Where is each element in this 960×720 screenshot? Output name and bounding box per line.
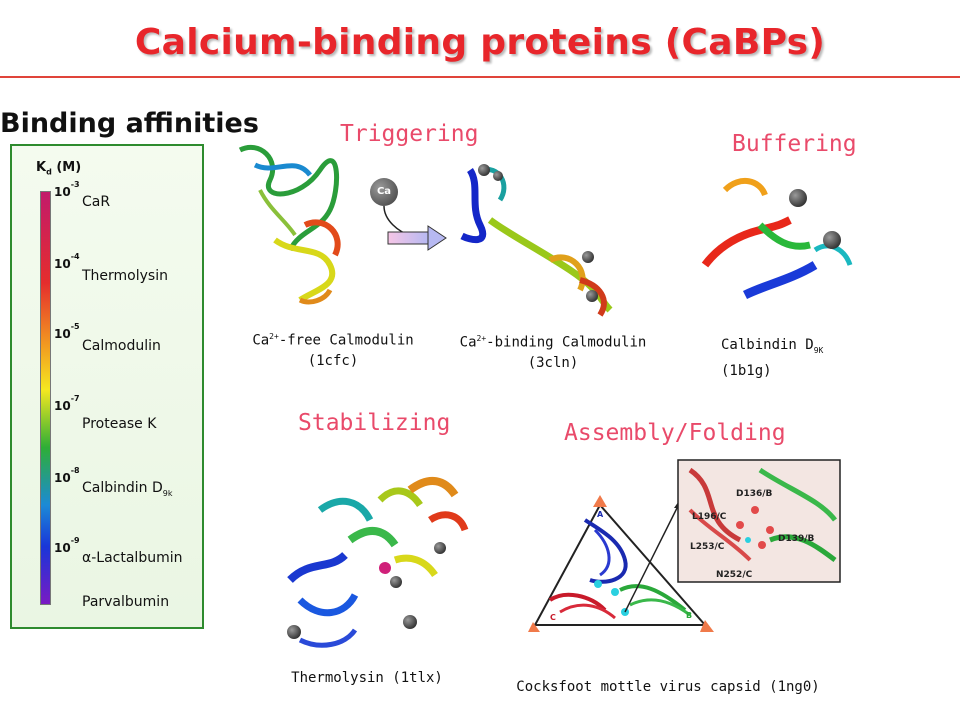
affinity-panel: Kd (M) 10-3 CaR 10-4 Thermolysin 10-5 Ca…	[10, 144, 204, 629]
thermolysin-structure	[287, 477, 469, 648]
exponent-label: 10-3	[54, 180, 80, 199]
inset-label: N252/C	[716, 570, 753, 580]
binding-affinities-heading: Binding affinities	[0, 108, 259, 139]
exponent-label: 10-7	[54, 394, 80, 413]
triangle-vertex-label: C	[550, 613, 556, 622]
protein-label: CaR	[82, 194, 111, 210]
kd-axis-label: Kd (M)	[36, 160, 82, 177]
page-title: Calcium-binding proteins (CaBPs)	[134, 22, 826, 63]
protein-label: Parvalbumin	[82, 594, 170, 610]
protein-label: Protease K	[82, 416, 157, 432]
protein-label: Thermolysin	[82, 268, 168, 284]
exponent-label: 10-4	[54, 252, 80, 271]
triangle-vertex-label: A	[597, 510, 604, 519]
ca-free-calmodulin-structure	[238, 144, 341, 305]
exponent-label: 10-5	[54, 322, 80, 341]
title-rule	[0, 76, 960, 78]
triggering-label: Triggering	[340, 121, 479, 147]
exponent-label: 10-8	[54, 466, 80, 485]
virus-capsid-caption: Cocksfoot mottle virus capsid (1ng0)	[516, 679, 820, 695]
affinity-colorbar	[40, 191, 51, 605]
ca-free-calmodulin-caption: Ca2+-free Calmodulin (1cfc)	[252, 332, 414, 369]
calbindin-caption: Calbindin D9K (1b1g)	[721, 337, 824, 379]
transition-arrow-shaft	[387, 231, 429, 245]
buffering-label: Buffering	[732, 131, 857, 157]
inset-label: D139/B	[778, 534, 815, 544]
exponent-label: 10-9	[54, 536, 80, 555]
thermolysin-caption: Thermolysin (1tlx)	[291, 670, 443, 686]
calcium-ion-badge: Ca	[370, 178, 398, 206]
stabilizing-label: Stabilizing	[298, 410, 451, 436]
ca-binding-calmodulin-structure	[460, 164, 613, 317]
inset-label: L253/C	[690, 542, 725, 552]
assembly-folding-label: Assembly/Folding	[564, 420, 786, 446]
calbindin-structure	[701, 178, 853, 300]
transition-arrow-head	[427, 225, 447, 251]
inset-label: D136/B	[736, 489, 773, 499]
protein-label: Calbindin D9k	[82, 480, 173, 498]
protein-label: α-Lactalbumin	[82, 550, 183, 566]
protein-label: Calmodulin	[82, 338, 161, 354]
virus-interface-inset	[677, 459, 841, 583]
virus-capsid-triangle	[528, 495, 714, 632]
triangle-vertex-label: B	[686, 611, 692, 620]
ca-binding-calmodulin-caption: Ca2+-binding Calmodulin (3cln)	[459, 334, 647, 371]
inset-label: L196/C	[692, 512, 727, 522]
